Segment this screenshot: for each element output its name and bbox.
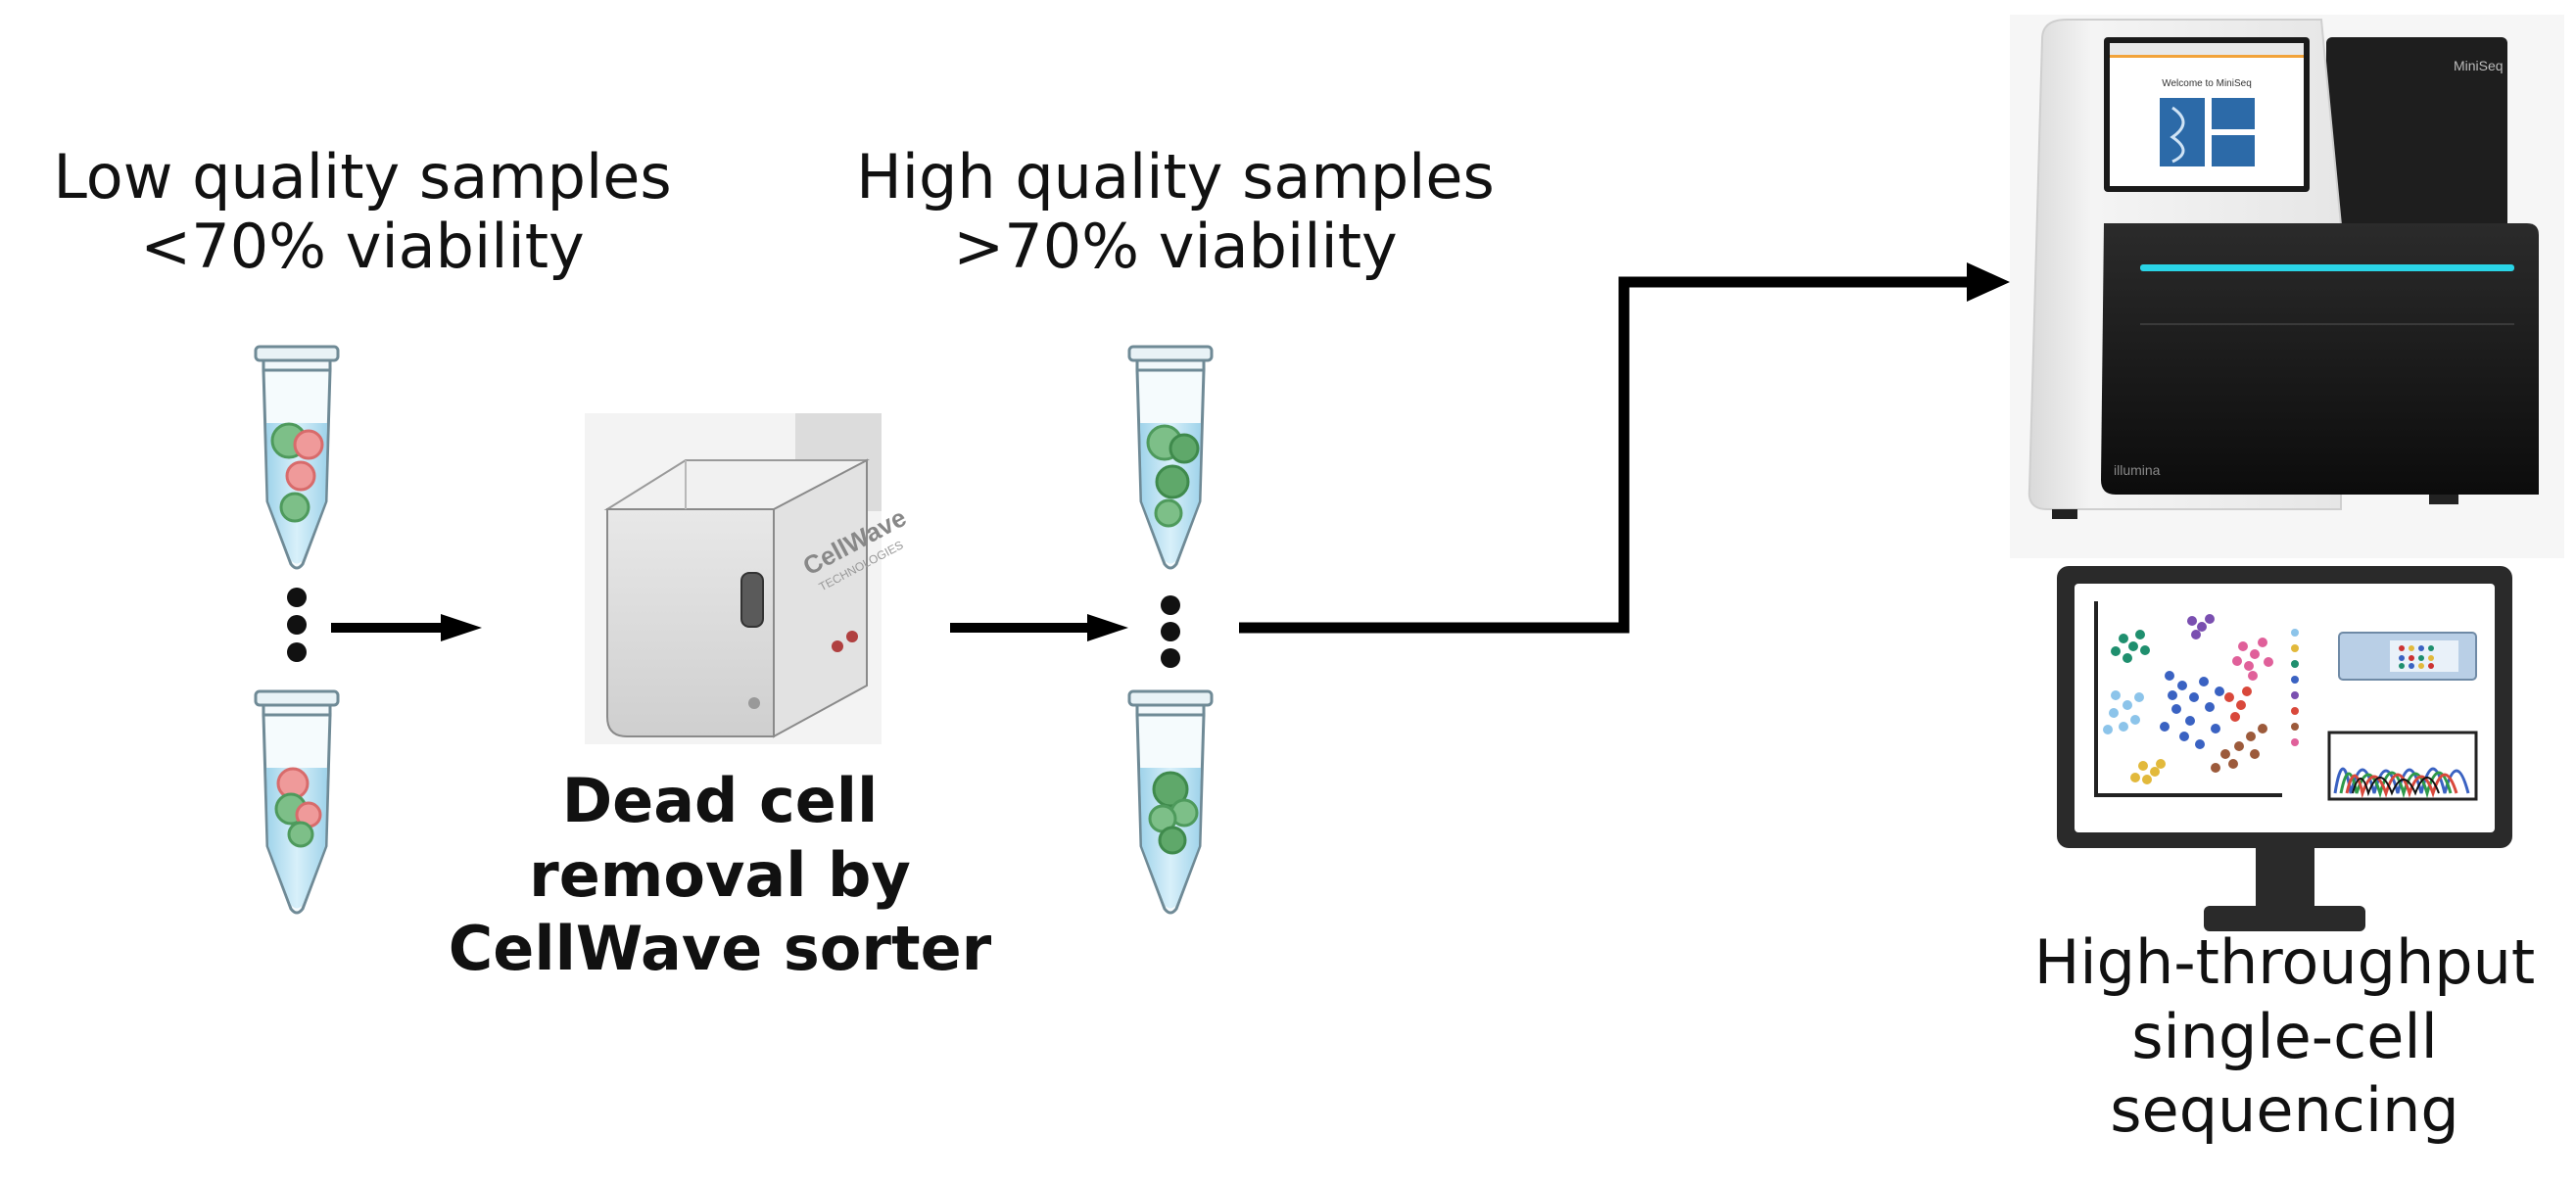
low-quality-title: Low quality samples: [53, 141, 672, 213]
sequencer-maker-text: illumina: [2114, 462, 2161, 478]
high-quality-ellipsis: [1161, 595, 1180, 668]
low-quality-viability: <70% viability: [140, 211, 585, 283]
sequencing-chip: [2338, 632, 2477, 681]
sorter-label-line1: Dead cell: [561, 765, 879, 836]
sequencer-screen-title: Welcome to MiniSeq: [2162, 78, 2252, 89]
analysis-monitor: [2057, 566, 2512, 931]
low-quality-ellipsis: [287, 588, 307, 662]
cluster-legend: [2291, 629, 2299, 746]
arrow-from-sorter: [950, 614, 1128, 641]
sequencer-image: MiniSeq Welcome to MiniSeq illumina: [2010, 15, 2564, 558]
high-quality-viability: >70% viability: [953, 211, 1398, 283]
low-quality-label: Low quality samples <70% viability: [10, 142, 715, 282]
cellwave-sorter-image: CellWave TECHNOLOGIES: [585, 413, 911, 744]
sequencing-label-line1: High-throughput: [2033, 926, 2536, 998]
sorter-label-line3: CellWave sorter: [448, 913, 992, 985]
sequencing-label: High-throughput single-cell sequencing: [1993, 925, 2576, 1148]
chromatogram: [2327, 731, 2478, 801]
low-quality-tube-top: [254, 345, 340, 570]
low-quality-tube-bottom: [254, 689, 340, 915]
high-quality-tube-bottom: [1127, 689, 1214, 915]
arrow-to-sequencer: [1239, 262, 2010, 634]
sequencer-brand-text: MiniSeq: [2454, 58, 2504, 73]
arrow-to-sorter: [331, 614, 482, 641]
high-quality-tube-top: [1127, 345, 1214, 570]
sequencing-label-line2: single-cell: [2131, 1000, 2438, 1072]
sequencing-label-line3: sequencing: [2110, 1074, 2459, 1147]
sorter-label: Dead cell removal by CellWave sorter: [382, 764, 1058, 986]
sorter-label-line2: removal by: [529, 838, 911, 911]
tsne-clusters: [2103, 614, 2273, 784]
high-quality-title: High quality samples: [856, 141, 1495, 213]
high-quality-label: High quality samples >70% viability: [813, 142, 1538, 282]
